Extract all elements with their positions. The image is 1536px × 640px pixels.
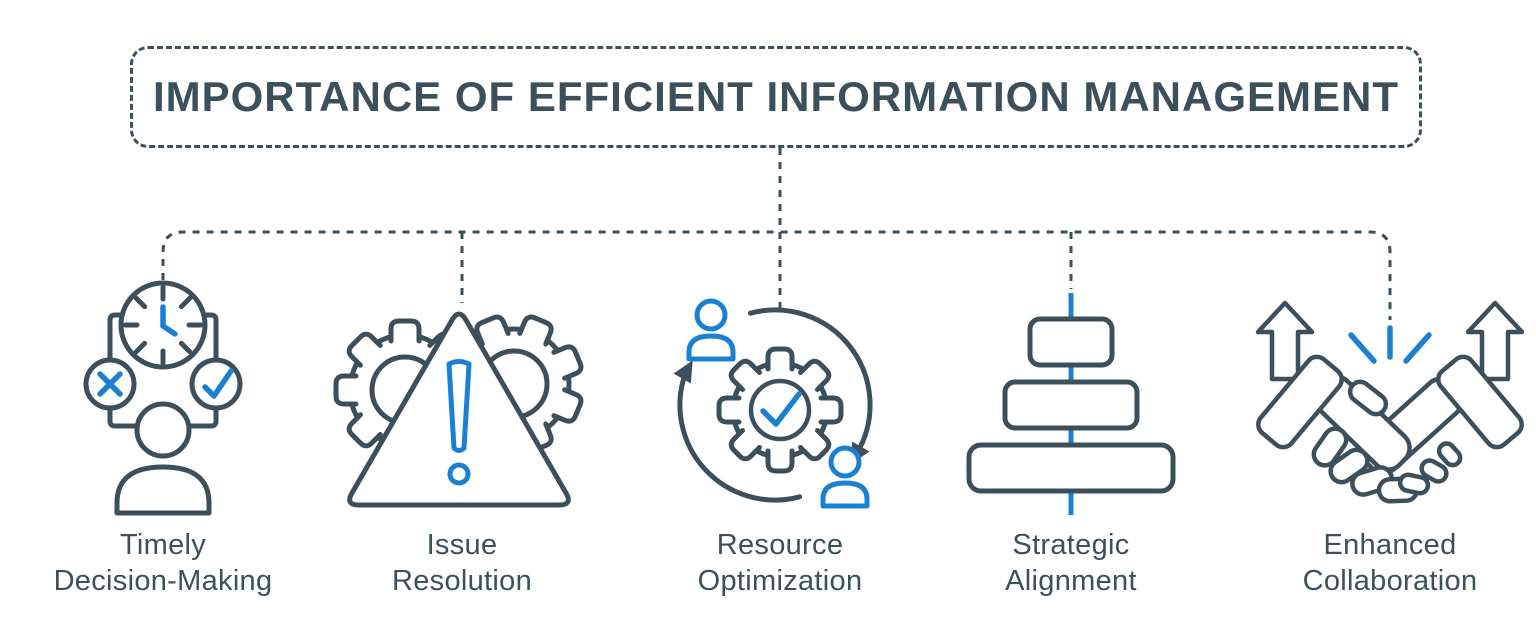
label-line: Timely [119, 529, 207, 561]
up-arrow-right-icon [1465, 300, 1525, 382]
label-line: Resource [716, 529, 844, 561]
label-timely-decision-making: Timely Decision-Making [3, 527, 323, 599]
label-line: Alignment [1005, 565, 1137, 597]
label-enhanced-collaboration: Enhanced Collaboration [1230, 527, 1536, 599]
exclamation-icon [446, 359, 472, 486]
label-resource-optimization: Resource Optimization [620, 527, 940, 599]
spark-lines [1348, 325, 1432, 364]
label-line: Resolution [391, 565, 533, 597]
up-arrow-left-icon [1255, 300, 1315, 382]
check-mark-icon [760, 391, 802, 427]
title-box: IMPORTANCE OF EFFICIENT INFORMATION MANA… [130, 46, 1422, 148]
label-strategic-alignment: Strategic Alignment [911, 527, 1231, 599]
handshake-growth-icon [1255, 300, 1525, 504]
clock [118, 280, 208, 370]
clock-hands [160, 304, 178, 337]
pyramid-alignment-icon [966, 293, 1176, 515]
person-top-left [686, 298, 736, 362]
page-title: IMPORTANCE OF EFFICIENT INFORMATION MANA… [152, 73, 1400, 120]
label-line: Collaboration [1302, 565, 1478, 597]
label-line: Decision-Making [53, 565, 273, 597]
gear [716, 346, 844, 474]
label-line: Issue [426, 529, 498, 561]
person-bottom-right [820, 445, 870, 509]
check-mark-icon [202, 368, 234, 399]
cycle-arrows [673, 307, 873, 503]
warning-gears-icon [333, 311, 584, 508]
label-line: Enhanced [1323, 529, 1457, 561]
clock-decision-icon [83, 280, 243, 516]
approve-badge [189, 357, 243, 411]
reject-badge [83, 357, 137, 411]
label-line: Optimization [697, 565, 863, 597]
label-line: Strategic [1012, 529, 1130, 561]
pyramid-blocks [966, 316, 1176, 494]
x-mark-icon [97, 371, 123, 397]
handshake [1256, 354, 1524, 504]
decision-frame [107, 312, 219, 429]
person [114, 401, 212, 516]
gear-cycle-icon [673, 298, 873, 509]
label-issue-resolution: Issue Resolution [302, 527, 622, 599]
